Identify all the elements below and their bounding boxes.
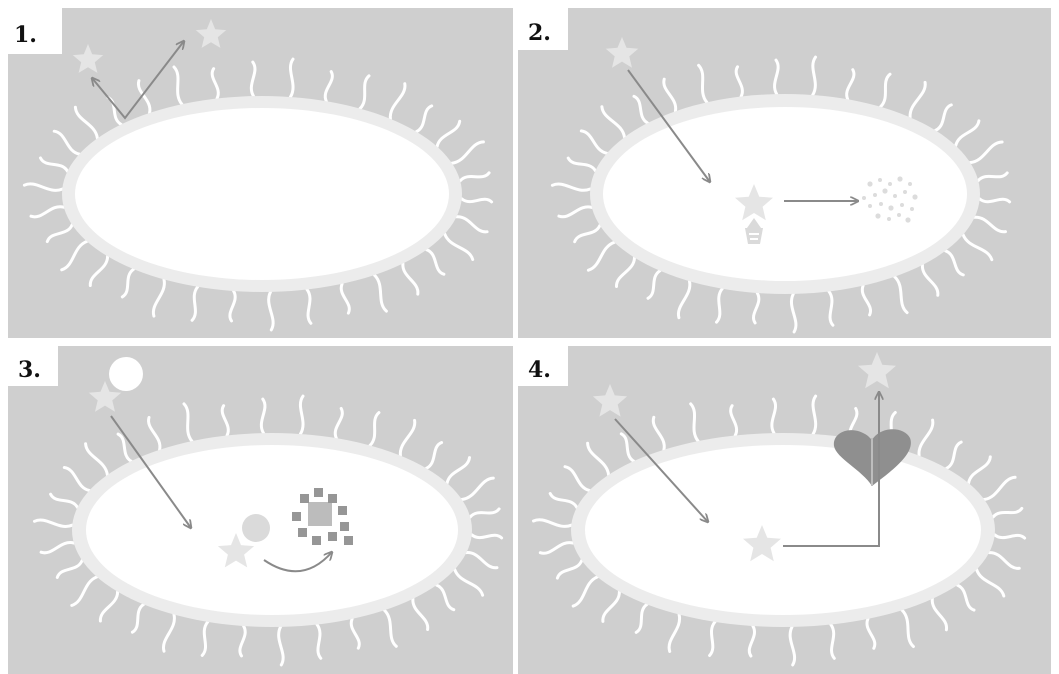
panel-2: 2.	[518, 8, 1051, 338]
particle	[867, 181, 872, 186]
circle-icon	[109, 357, 143, 391]
particle	[912, 194, 917, 199]
particle	[873, 193, 877, 197]
cluster-square	[338, 506, 347, 515]
particle	[879, 202, 883, 206]
particle	[862, 196, 866, 200]
panel-label: 2.	[528, 20, 551, 46]
cell-interior	[86, 445, 458, 615]
particle	[887, 217, 891, 221]
cluster-square	[328, 494, 337, 503]
cluster-square	[340, 522, 349, 531]
panel-1: 1.	[8, 8, 513, 338]
panel-label: 4.	[528, 357, 551, 383]
particle	[905, 217, 910, 222]
cluster-square	[300, 494, 309, 503]
panel-4: 4.	[518, 346, 1051, 674]
cell-interior	[585, 445, 981, 615]
particle	[882, 188, 887, 193]
cluster-square	[292, 512, 301, 521]
panel-label: 1.	[14, 22, 37, 48]
particle	[908, 182, 912, 186]
particle	[903, 190, 907, 194]
particle	[888, 182, 892, 186]
cluster-square	[314, 488, 323, 497]
particle	[888, 205, 893, 210]
cluster-square	[344, 536, 353, 545]
panel-3: 3.	[8, 346, 513, 674]
particle	[878, 178, 882, 182]
particle	[910, 207, 914, 211]
cluster-square	[328, 532, 337, 541]
cell-interior	[75, 108, 449, 280]
molecule-icon	[242, 514, 270, 542]
cluster-square	[312, 536, 321, 545]
cluster-center	[308, 502, 332, 526]
particle	[875, 213, 880, 218]
particle	[897, 213, 901, 217]
particle	[868, 204, 872, 208]
particle	[897, 176, 902, 181]
panel-label: 3.	[18, 357, 41, 383]
cluster-square	[298, 528, 307, 537]
cell-interior	[603, 107, 967, 281]
particle	[893, 194, 897, 198]
particle	[900, 203, 904, 207]
